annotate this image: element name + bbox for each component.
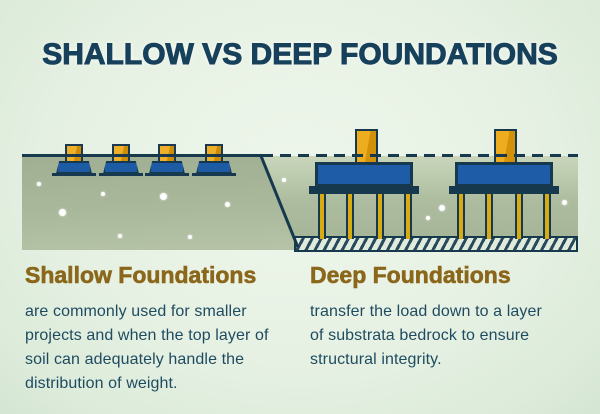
pile-cap-icon	[455, 162, 553, 187]
shallow-foundations-heading: Shallow Foundations	[25, 262, 257, 289]
soil-particle	[562, 200, 567, 205]
deep-foundation-icon	[309, 129, 419, 239]
soil-particle	[101, 192, 105, 196]
column-icon	[494, 129, 517, 165]
soil-particle	[225, 202, 230, 207]
soil-particle	[37, 182, 41, 186]
shallow-foundation-icon	[52, 144, 96, 178]
pile-icon	[346, 193, 354, 239]
pile-icon	[318, 193, 326, 239]
column-icon	[355, 129, 378, 165]
ground-surface-line	[22, 154, 262, 157]
pile-cap-base-bar	[449, 186, 559, 194]
soil-particle	[59, 209, 66, 216]
deep-foundations-section: Deep Foundations transfer the load down …	[310, 262, 585, 372]
shallow-foundation-icon	[192, 144, 236, 178]
pile-icon	[457, 193, 465, 239]
deep-foundation-icon	[449, 129, 559, 239]
footing-base-line	[192, 173, 236, 176]
pile-icon	[515, 193, 523, 239]
pile-icon	[376, 193, 384, 239]
footing-base-line	[52, 173, 96, 176]
soil-particle	[439, 205, 445, 211]
soil-particle	[160, 193, 167, 200]
bedrock-layer-icon	[294, 236, 578, 252]
original-grade-dashed-line	[262, 154, 578, 157]
soil-particle	[188, 235, 192, 239]
soil-particle	[282, 178, 286, 182]
deep-foundations-description: transfer the load down to a layer of sub…	[310, 303, 542, 368]
footing-base-line	[145, 173, 189, 176]
soil-particle	[118, 234, 122, 238]
page-title: SHALLOW VS DEEP FOUNDATIONS	[42, 38, 559, 72]
shallow-foundation-icon	[145, 144, 189, 178]
shallow-foundations-section: Shallow Foundations are commonly used fo…	[25, 262, 305, 396]
shallow-foundation-icon	[99, 144, 143, 178]
deep-foundations-heading: Deep Foundations	[310, 262, 511, 289]
pile-cap-icon	[315, 162, 413, 187]
shallow-foundations-description: are commonly used for smaller projects a…	[25, 303, 269, 392]
pile-icon	[543, 193, 551, 239]
soil-particle	[426, 216, 430, 220]
pile-icon	[404, 193, 412, 239]
pile-cap-base-bar	[309, 186, 419, 194]
pile-icon	[485, 193, 493, 239]
footing-base-line	[99, 173, 143, 176]
